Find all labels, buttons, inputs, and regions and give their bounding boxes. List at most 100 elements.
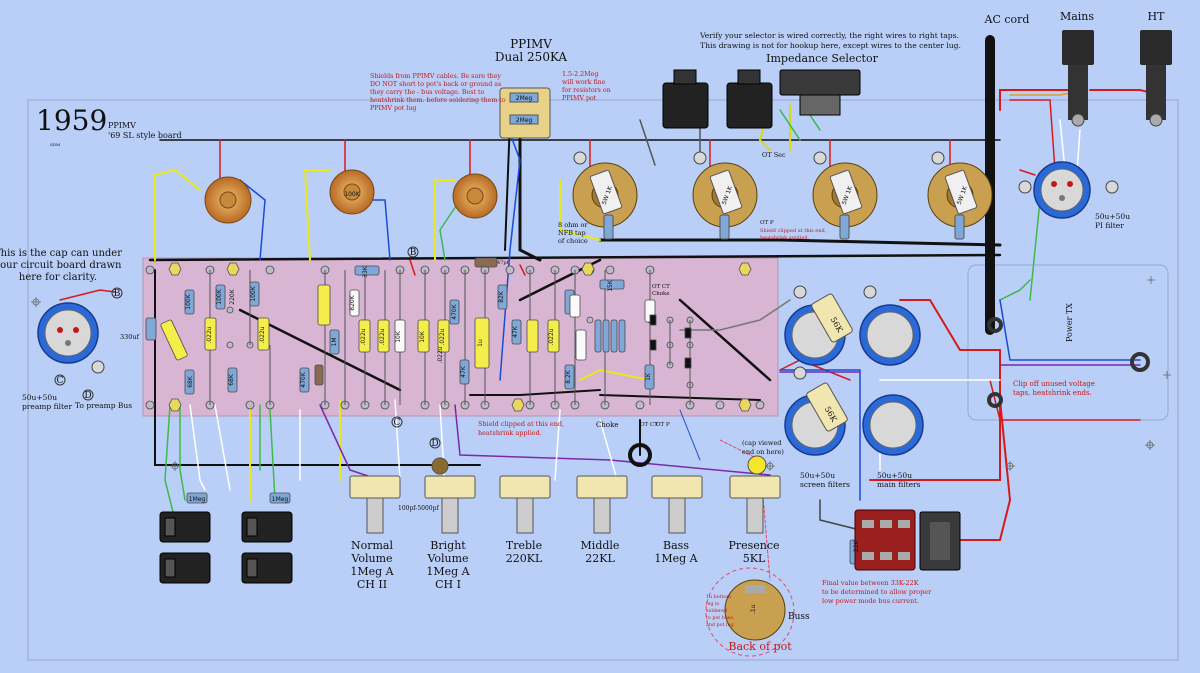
board-part-label: .022u [206, 326, 213, 343]
cap-under-note-0: This is the cap can under [0, 248, 122, 259]
ppimv-desc: Dual 250KA [495, 50, 568, 64]
ac-cord-label: AC cord [984, 13, 1030, 26]
marker-b-left: B [114, 289, 121, 299]
board-part-label: 100K [216, 288, 223, 304]
board-part-label: 15K [607, 279, 614, 292]
pi-filter-1: PI filter [1095, 221, 1124, 230]
back-of-pot-detail [705, 567, 795, 657]
marker-c-left: C [57, 376, 64, 386]
ground-lugs [91, 151, 1119, 380]
cap-under-note-1: your circuit board drawn [0, 260, 122, 271]
resistor-note-2: for resistors on [562, 87, 611, 94]
resistor-note-3: PPIMV pot [562, 95, 597, 102]
pot-bright-1: Volume [426, 552, 468, 565]
ppimv-pot-bottom: 2Meg [516, 117, 533, 124]
choke-label: Choke [596, 421, 618, 429]
title-initials: SDM [50, 142, 60, 147]
filter-capacitors [37, 161, 1091, 456]
screen-filters-1: screen filters [800, 480, 850, 489]
pot-presence-0: Presence [728, 539, 779, 552]
nfb-note-2: of choice [558, 237, 588, 245]
cap-330-label: 330uf [120, 333, 140, 341]
pot-bright-3: CH I [435, 578, 461, 591]
ot-ct-label: OT CT [640, 422, 658, 428]
final-value-2: low power mode bus current. [822, 597, 919, 605]
pot-middle-0: Middle [581, 539, 620, 552]
shields-note-2: they carry the - bus voltage. Best to [370, 89, 485, 96]
board-part-label: 100K [250, 285, 257, 301]
title-year: 1959 [36, 104, 107, 137]
ot-p-label: OT P [656, 422, 670, 428]
board-part-label: .022u [437, 346, 444, 363]
cap-viewed-1: end on here) [742, 448, 784, 456]
ppimv-pot [499, 87, 551, 139]
board-part-label: .022u [548, 328, 555, 345]
board-part-label: 470K [451, 303, 458, 319]
shield-clip-right-0: Shield clipped at this end, [760, 228, 827, 234]
board-part-label: .022u [360, 328, 367, 345]
board-part-label: 1K [645, 372, 652, 381]
cap-under-note-2: here for clarity. [19, 272, 97, 283]
resistor-note-0: 1.5-2.2Meg [562, 71, 598, 78]
shields-note-0: Shields from PPIMV cables. Be sure they [370, 73, 501, 80]
final-value-1: to be determined to allow proper [822, 588, 932, 596]
board-part-label: 47K [512, 325, 519, 338]
board-part-label: 10K [395, 330, 402, 343]
pot-normal-3: CH II [357, 578, 387, 591]
board-part-label: 220K [229, 288, 236, 304]
pot-treble-0: Treble [506, 539, 542, 552]
board-part-label: 470K [300, 371, 307, 387]
shields-note-4: PPIMV pot lug [370, 105, 416, 112]
mains-fuse-label: Mains [1060, 10, 1094, 23]
marker-b-board: B [410, 248, 417, 258]
board-part-label: 1M [331, 338, 338, 347]
preamp-filter-1: preamp filter [22, 402, 72, 411]
jack-resistor-1: 1Meg [189, 496, 206, 503]
power-tube-sockets [572, 162, 993, 240]
ot-sec-label: OT Sec [762, 151, 786, 159]
board-part-label: 820K [349, 294, 356, 310]
board-part-label: 47K [460, 365, 467, 378]
back-pot-note-0: 1u bottom [706, 594, 731, 600]
power-switches [854, 509, 961, 571]
to-preamp-bus: To preamp Bus [75, 401, 132, 410]
shields-note-3: heatshrink them. before soldering them t… [370, 97, 506, 104]
back-pot-note-4: and pot lug [706, 622, 734, 628]
wires [59, 35, 1161, 581]
verify-note-1: This drawing is not for hookup here, exc… [700, 41, 961, 50]
pot-normal-2: 1Meg A [350, 565, 394, 578]
board-part-label: 8.2K [565, 369, 572, 384]
circuit-board [142, 257, 779, 417]
pi-filter-0: 50u+50u [1095, 212, 1130, 221]
back-pot-note-1: leg is [706, 601, 720, 607]
ot-ct-choke-0: OT CT [652, 284, 670, 290]
back-pot-note-3: to pot buss, [706, 615, 735, 621]
impedance-selector-label: Impedance Selector [766, 52, 878, 65]
crosshair-markers [31, 276, 1171, 471]
final-value-0: Final value between 33K-22K [822, 579, 919, 587]
marker-d-left: D [84, 391, 91, 401]
shield-clip-mid-1: heatshrink applied. [478, 429, 542, 437]
board-part-label: 33K [362, 265, 369, 278]
back-pot-cap-label: .1u [750, 604, 757, 614]
pot-bright-0: Bright [430, 539, 466, 552]
ot-ct-choke-1: Choke [652, 291, 670, 297]
preamp-tube-sockets [204, 169, 498, 224]
ppimv-name: PPIMV [510, 37, 552, 51]
shield-clip-right-1: heatshrink applied. [760, 235, 810, 241]
input-jacks [159, 511, 293, 584]
power-tx-label: Power TX [1065, 303, 1074, 342]
verify-note-0: Verify your selector is wired correctly,… [699, 31, 959, 40]
cap-100-label: 100pf-5000pf [398, 505, 439, 512]
board-part-label: .022u [379, 328, 386, 345]
shields-note-1: DO NOT short to pot's back or ground as [370, 81, 501, 88]
ht-fuse-label: HT [1148, 10, 1166, 23]
pot-bass-0: Bass [663, 539, 689, 552]
board-part-label: 1u [477, 339, 484, 347]
marker-c-board: C [394, 418, 401, 428]
nfb-note-1: NFB tap [558, 229, 586, 237]
speaker-jacks [662, 69, 773, 129]
